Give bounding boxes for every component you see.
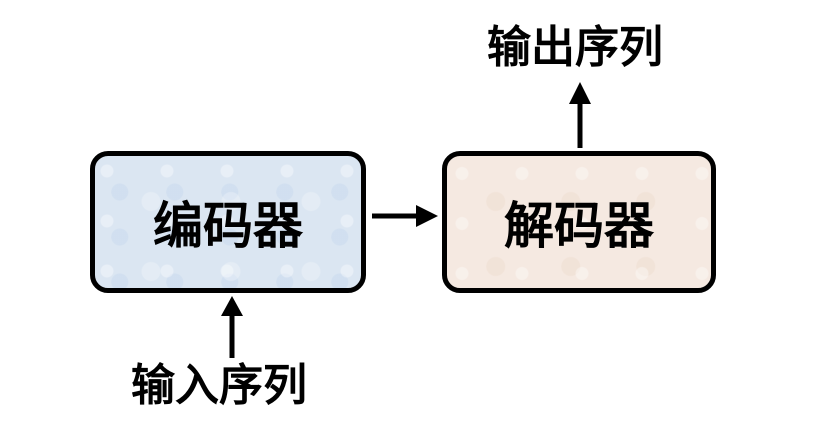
- input-sequence-label: 输入序列: [131, 360, 307, 411]
- output-sequence-label: 输出序列: [487, 22, 663, 73]
- output-arrow: [569, 82, 591, 148]
- encoder-label: 编码器: [153, 196, 303, 255]
- decoder-box: 解码器: [442, 151, 716, 293]
- decoder-label: 解码器: [504, 196, 654, 255]
- encoder-box: 编码器: [90, 151, 366, 293]
- input-arrow: [221, 296, 243, 358]
- encoder-to-decoder-arrow: [372, 205, 438, 227]
